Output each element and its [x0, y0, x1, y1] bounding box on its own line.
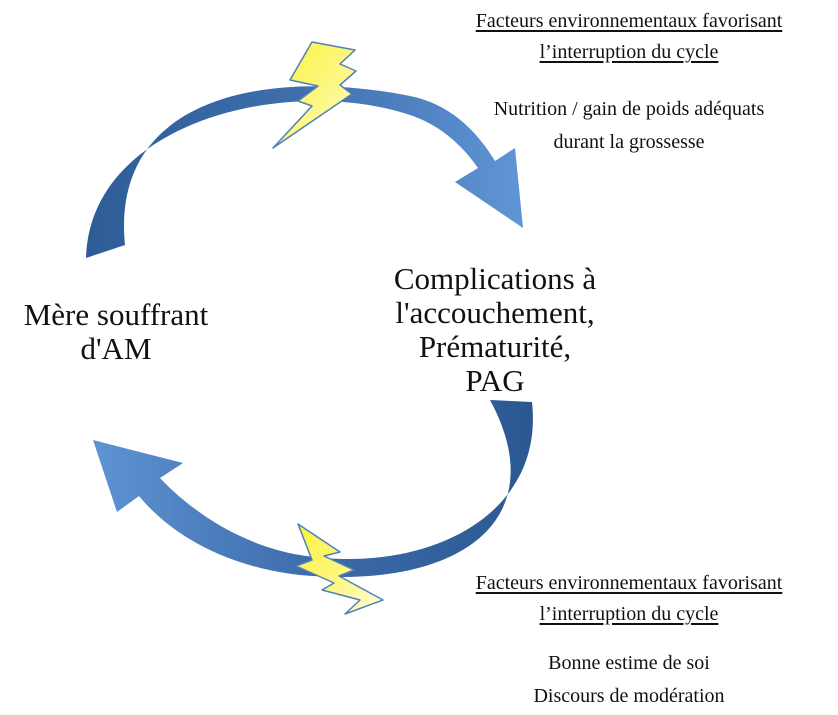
complications-line: PAG: [465, 363, 525, 398]
top-factors-heading: Facteurs environnementaux favorisant l’i…: [420, 6, 838, 68]
curved-arrow-bottom: [93, 400, 533, 578]
complications-line: l'accouchement,: [395, 295, 595, 330]
bottom-text-line: Bonne estime de soi: [548, 652, 710, 674]
bottom-factors-heading: Facteurs environnementaux favorisant l’i…: [420, 568, 838, 630]
complications-line: Complications à: [393, 261, 597, 296]
bottom-heading-line: l’interruption du cycle: [539, 603, 719, 625]
top-factors-text: Nutrition / gain de poids adéquats duran…: [420, 93, 838, 159]
mother-line: d'AM: [80, 331, 152, 366]
top-heading-line: l’interruption du cycle: [539, 41, 719, 63]
top-heading-line: Facteurs environnementaux favorisant: [475, 10, 783, 32]
bottom-heading-line: Facteurs environnementaux favorisant: [475, 572, 783, 594]
complications-node: Complications à l'accouchement, Prématur…: [330, 262, 660, 398]
bottom-text-line: Discours de modération: [533, 685, 725, 707]
lightning-bolt-icon: [272, 41, 357, 149]
complications-line: Prématurité,: [418, 329, 572, 364]
mother-node: Mère souffrant d'AM: [0, 298, 232, 366]
bottom-factors-text: Bonne estime de soi Discours de modérati…: [420, 647, 838, 713]
top-text-line: durant la grossesse: [553, 131, 705, 153]
lightning-bolt-icon: [295, 523, 384, 615]
mother-line: Mère souffrant: [23, 297, 209, 332]
top-text-line: Nutrition / gain de poids adéquats: [493, 98, 765, 120]
